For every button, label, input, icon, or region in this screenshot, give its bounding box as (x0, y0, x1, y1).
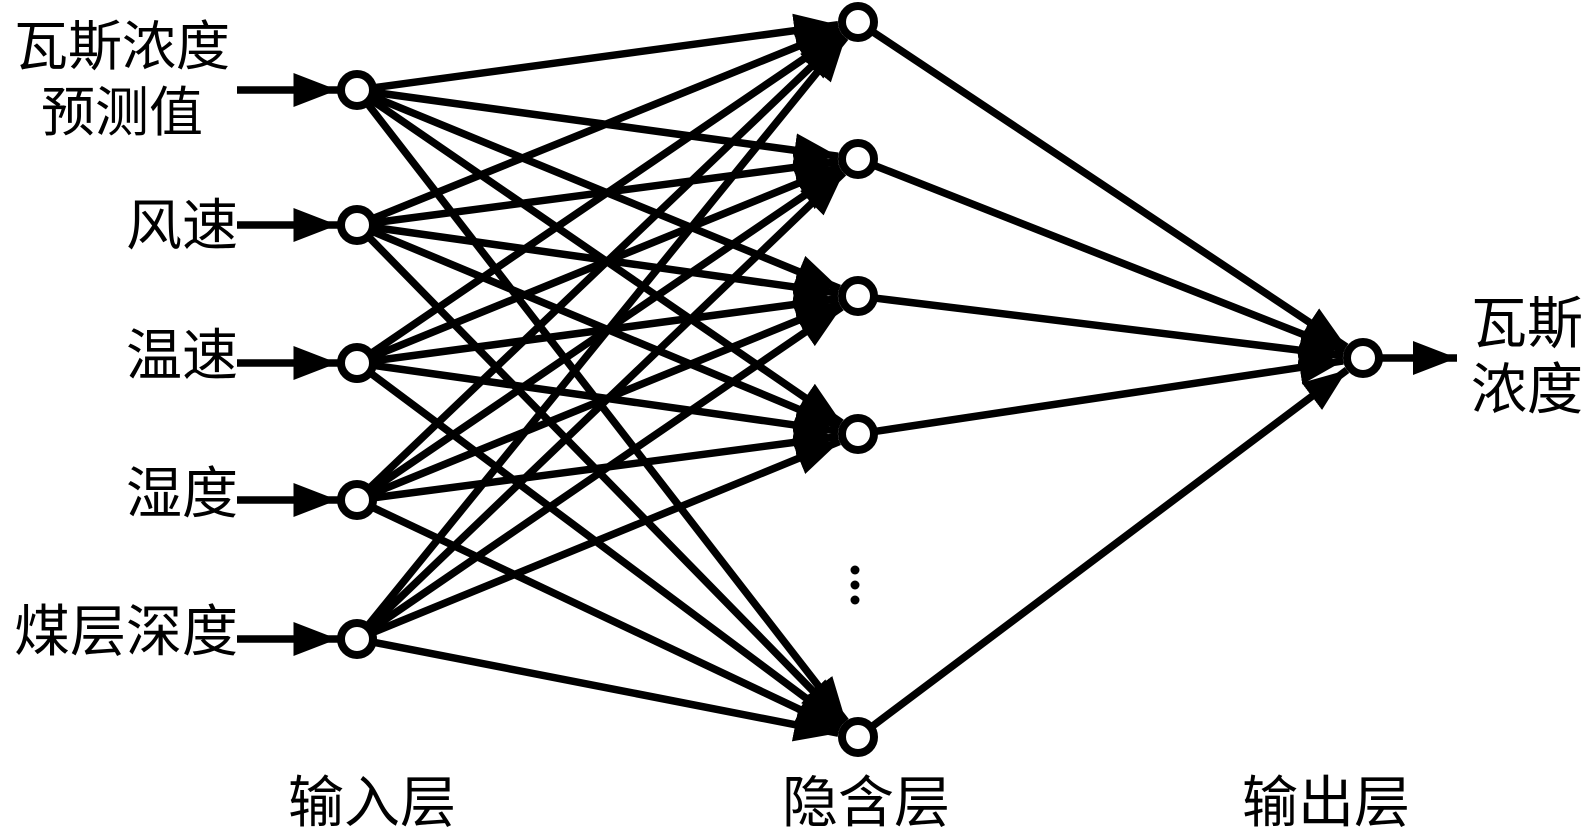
output-label-gas-concentration: 瓦斯 浓度 (1471, 292, 1583, 423)
hidden-node-5 (838, 717, 878, 757)
hidden-node-1 (838, 2, 878, 42)
edge-input4-hidden1 (367, 33, 847, 491)
hidden-ellipsis-dot-2 (850, 580, 860, 590)
edge-input3-hidden5 (369, 370, 845, 729)
edge-input1-hidden1 (374, 13, 839, 92)
input-node-3 (337, 343, 377, 383)
edge-hidden5-output (870, 367, 1350, 730)
edge-input2-hidden1 (372, 26, 841, 222)
hidden-node-2 (838, 139, 878, 179)
edge-input2-hidden5 (366, 235, 847, 726)
connection-edges (237, 13, 1457, 742)
input-node-5 (337, 619, 377, 659)
edge-input5-hidden1 (365, 35, 849, 628)
output-node (1343, 338, 1383, 378)
edge-input5-hidden3 (369, 304, 844, 632)
edge-hidden4-output (875, 350, 1344, 436)
input-label-humidity: 湿度 (126, 462, 238, 527)
hidden-ellipsis-dot-3 (850, 595, 860, 605)
edge-hidden3-output (875, 294, 1344, 368)
input-label-gas-concentration-prediction: 瓦斯浓度 预测值 (14, 15, 230, 144)
input-label-coal-seam-depth: 煤层深度 (14, 600, 238, 665)
input-label-temperature: 温速 (126, 324, 238, 389)
layer-caption-input: 输入层 (288, 771, 456, 836)
hidden-node-4 (838, 414, 878, 454)
edge-input5-hidden2 (367, 170, 847, 630)
edge-input3-hidden1 (369, 30, 844, 356)
input-node-1 (337, 70, 377, 110)
layer-caption-hidden: 隐含层 (782, 771, 950, 836)
input-label-wind-speed: 风速 (126, 194, 238, 259)
edge-hidden2-output (873, 162, 1346, 355)
input-node-2 (337, 205, 377, 245)
edge-input5-hidden4 (372, 438, 841, 636)
edge-hidden1-output (870, 28, 1349, 351)
hidden-node-3 (838, 276, 878, 316)
layer-caption-output: 输出层 (1242, 771, 1410, 836)
edge-input1-hidden5 (365, 101, 849, 724)
edge-input5-hidden5 (373, 638, 840, 742)
input-node-4 (337, 480, 377, 520)
neuron-nodes (337, 2, 1383, 757)
hidden-ellipsis-dot-1 (850, 565, 860, 575)
